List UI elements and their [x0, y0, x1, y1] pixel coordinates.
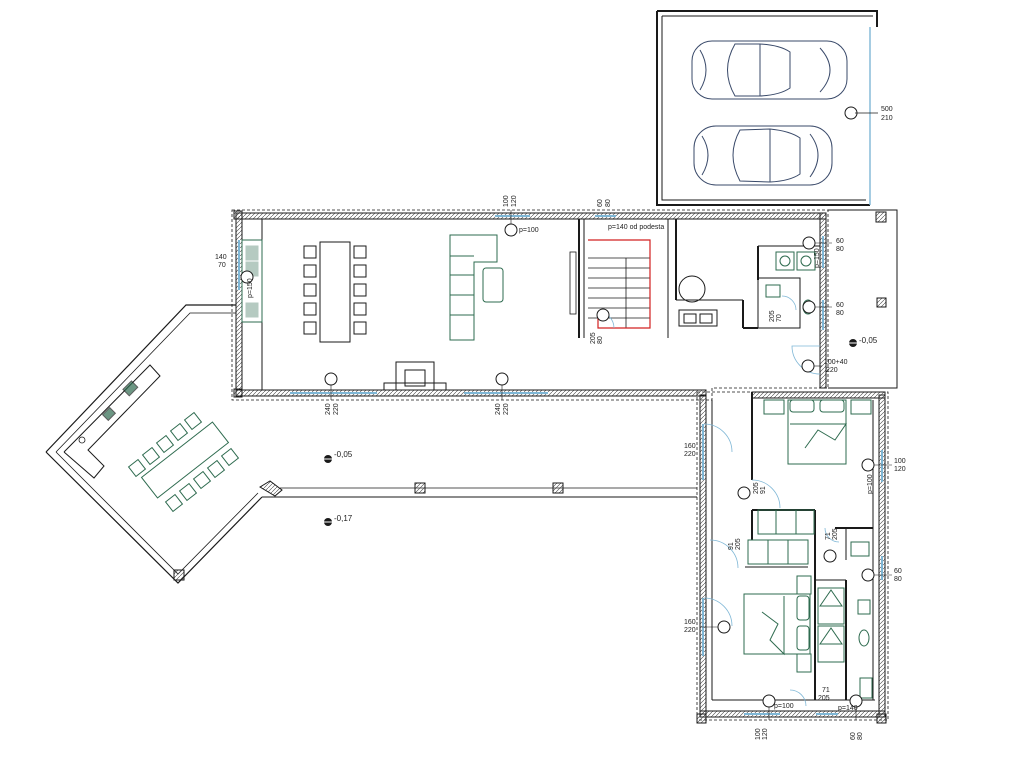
dim-bath-window-h: 80: [894, 576, 902, 583]
dim-bath-door-2-h: 205: [818, 695, 830, 702]
hall-furniture: [678, 275, 718, 327]
dim-entry-door-h: 220: [826, 367, 838, 374]
dim-bed1-door-w: 91: [760, 486, 767, 494]
bed: [743, 575, 812, 673]
dim-living-window-1-w: 240: [325, 403, 332, 415]
dim-wc-window-2-w: 60: [836, 302, 844, 309]
dimension-labels: 100 120 p=100 60 80 p=140 od podesta 140…: [215, 195, 906, 740]
car-icon: [691, 40, 848, 100]
dim-wc-window-2-h: 80: [836, 310, 844, 317]
dim-bed1-side-window-h: 120: [894, 466, 906, 473]
level-yard-label: -0,17: [334, 514, 353, 523]
car-icon: [693, 125, 833, 186]
dim-stair-door-w: 80: [597, 336, 604, 344]
dim-stair-note: p=140 od podesta: [608, 224, 664, 231]
light-points: [240, 223, 875, 708]
dim-bed1-window-w: 160: [684, 443, 696, 450]
bathroom-fixtures: [850, 541, 873, 699]
dim-bottom-window-2-h: 80: [857, 732, 864, 740]
dim-bed1-side-window-p: p=100: [867, 474, 874, 494]
dim-bed1-side-window-w: 100: [894, 458, 906, 465]
dim-kitchen-window-w: 140: [215, 254, 227, 261]
garage-width-label: 500: [881, 106, 893, 113]
dim-top-window-1-p: p=100: [519, 227, 539, 234]
dim-top-window-1-h: 120: [511, 195, 518, 207]
dim-bed2-door-w: 91: [728, 542, 735, 550]
house-walls: [231, 209, 898, 401]
wardrobe: [747, 509, 845, 663]
dim-wc-door-w: 70: [776, 314, 783, 322]
dim-bath-door-1-h: 205: [832, 528, 839, 540]
dim-kitchen-window-p: p=150: [247, 278, 254, 298]
dim-wc-window-1-p: p=150: [814, 248, 821, 268]
dim-bed2-window-w: 160: [684, 619, 696, 626]
dim-bath-door-2-w: 71: [822, 687, 830, 694]
dim-bed1-window-h: 220: [684, 451, 696, 458]
dim-kitchen-window-h: 70: [218, 262, 226, 269]
dim-top-window-2-h: 80: [605, 199, 612, 207]
dining-table: [303, 241, 367, 343]
dim-bed2-window-h: 220: [684, 627, 696, 634]
dim-living-window-2-w: 240: [495, 403, 502, 415]
dim-bottom-window-2-p: p=140: [838, 705, 858, 712]
windows: [238, 215, 883, 715]
dim-bed2-door-h: 205: [735, 538, 742, 550]
garage: 500 210: [656, 10, 893, 206]
dim-top-window-2-w: 60: [597, 199, 604, 207]
terrace: [45, 304, 697, 584]
dim-bottom-window-2-w: 60: [850, 732, 857, 740]
bed: [763, 399, 872, 465]
dim-wc-window-1-h: 80: [836, 246, 844, 253]
dim-entry-door: 100+40: [824, 359, 848, 366]
garage-height-label: 210: [881, 115, 893, 122]
dim-bath-door-1-w: 71: [825, 532, 832, 540]
dim-living-window-1-h: 220: [333, 403, 340, 415]
leader-lines: [330, 210, 892, 720]
bedroom-wing-walls: [696, 391, 889, 724]
staircase: [569, 239, 651, 329]
sofa: [449, 234, 504, 341]
outdoor-dining-table: [127, 411, 240, 513]
level-entry-label: -0,05: [859, 336, 878, 345]
dim-bottom-window-h: 120: [762, 728, 769, 740]
dim-bath-window-w: 60: [894, 568, 902, 575]
dim-bed1-door-h: 205: [753, 482, 760, 494]
dim-wc-window-1-w: 60: [836, 238, 844, 245]
dim-living-window-2-h: 220: [503, 403, 510, 415]
dim-wc-door-h: 205: [769, 310, 776, 322]
dim-bottom-window-w: 100: [755, 728, 762, 740]
dim-bottom-window-p: p=100: [774, 703, 794, 710]
dim-top-window-1-w: 100: [503, 195, 510, 207]
fireplace: [383, 361, 447, 391]
level-terrace-label: -0,05: [334, 450, 353, 459]
dim-stair-door-h: 205: [590, 332, 597, 344]
level-markers: [324, 339, 857, 526]
door-swings: [597, 295, 840, 707]
